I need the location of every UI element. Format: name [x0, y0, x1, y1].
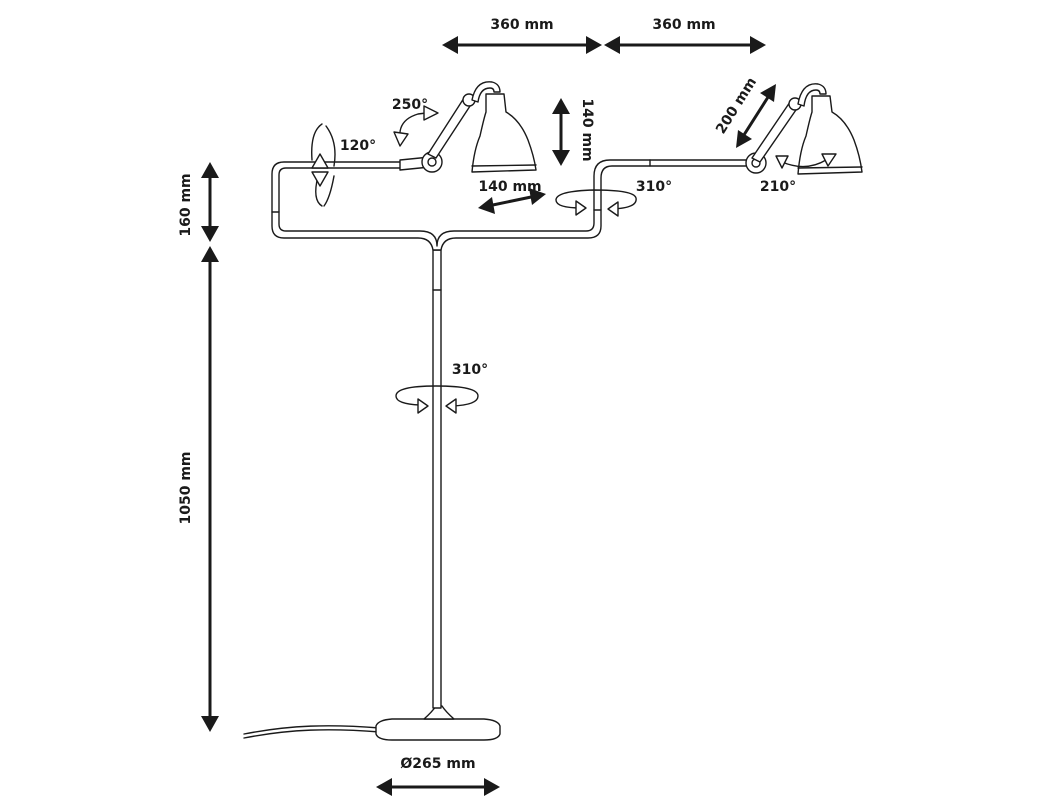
label-right-shade-tilt: 210°	[760, 179, 796, 195]
arrow-right-arm-length	[736, 84, 776, 148]
label-arm-left-reach: 360 mm	[490, 17, 553, 33]
dimension-labels: 360 mm 360 mm 140 mm 140 mm 200 mm 160 m…	[178, 17, 760, 772]
lamp-fork	[271, 159, 753, 251]
label-top-height: 160 mm	[178, 173, 194, 236]
label-left-arm-length: 140 mm	[478, 179, 541, 195]
label-stem-height: 1050 mm	[178, 451, 194, 524]
lamp-structure	[243, 81, 863, 741]
label-left-shade-height: 140 mm	[579, 98, 595, 161]
rotation-left-shade-tilt	[393, 105, 439, 147]
arrow-base-diameter	[376, 778, 500, 796]
right-lamp-head	[745, 83, 863, 175]
arrow-left-shade-height	[552, 98, 570, 166]
rotation-left-arm-vertical	[311, 123, 336, 207]
label-arm-right-reach: 360 mm	[652, 17, 715, 33]
arrow-left-arm-length	[478, 188, 546, 214]
left-shade	[471, 93, 537, 173]
arrow-arm-left-reach	[442, 36, 602, 54]
left-lamp-head	[399, 81, 537, 173]
lamp-stem	[432, 249, 442, 709]
rotation-right-arm-swivel	[555, 189, 637, 217]
right-shade	[797, 95, 863, 175]
rotation-right-shade-tilt	[775, 153, 837, 169]
label-left-shade-tilt: 250°	[392, 97, 428, 113]
label-base-diameter: Ø265 mm	[400, 756, 475, 772]
label-right-arm-swivel: 310°	[636, 179, 672, 195]
arrow-stem-height	[201, 246, 219, 732]
dimension-arrows	[201, 36, 776, 796]
label-left-arm-vertical: 120°	[340, 138, 376, 154]
label-right-arm-length: 200 mm	[713, 75, 760, 137]
label-stem-swivel: 310°	[452, 362, 488, 378]
arrow-arm-right-reach	[604, 36, 766, 54]
arrow-top-height	[201, 162, 219, 242]
rotation-indicators	[311, 105, 837, 414]
lamp-base	[375, 718, 501, 741]
rotation-stem-swivel	[395, 385, 479, 414]
power-cord	[243, 725, 381, 735]
rotation-labels: 120° 250° 310° 210° 310°	[340, 97, 796, 378]
